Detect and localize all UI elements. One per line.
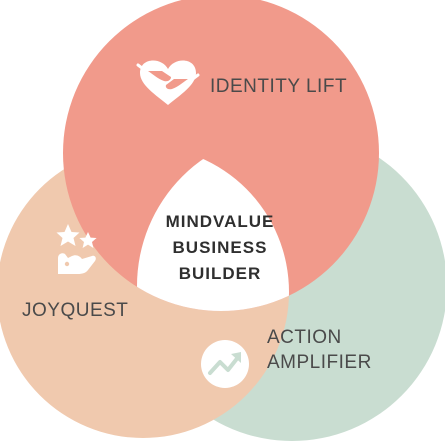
center-title-line-2: BUSINESS: [172, 237, 268, 257]
label-action-line-1: ACTION: [267, 327, 342, 348]
label-joyquest: JOYQUEST: [22, 300, 129, 321]
center-intersection: [137, 146, 289, 311]
label-action-amplifier: ACTION AMPLIFIER: [267, 325, 372, 375]
label-identity-lift: IDENTITY LIFT: [210, 76, 348, 97]
center-title-line-1: MINDVALUE: [165, 212, 275, 231]
center-title-line-3: BUILDER: [178, 263, 262, 283]
label-action-line-2: AMPLIFIER: [267, 352, 372, 374]
center-title: MINDVALUE BUSINESS BUILDER: [140, 209, 300, 286]
heart-hands-icon: [136, 60, 200, 106]
stars-hand-icon: [56, 224, 97, 274]
trend-up-icon: [201, 340, 249, 388]
